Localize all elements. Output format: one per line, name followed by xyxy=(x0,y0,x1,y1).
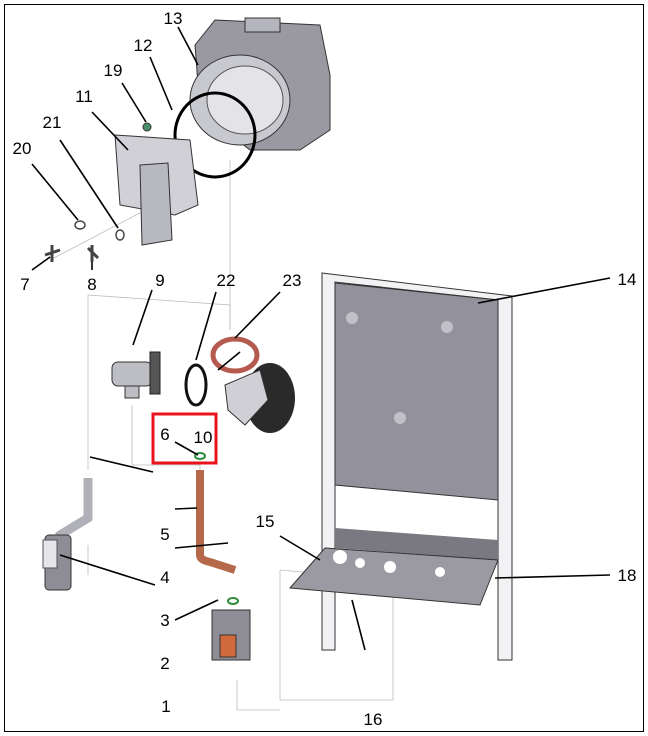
callout-labels: 1 2 3 4 5 6 7 8 9 10 11 12 13 14 15 16 1… xyxy=(13,9,637,729)
callout-21: 21 xyxy=(43,113,62,132)
heat-exchanger xyxy=(189,17,331,151)
gas-cock xyxy=(42,534,72,591)
callout-14: 14 xyxy=(618,270,637,289)
callout-18: 18 xyxy=(618,566,637,585)
callout-15: 15 xyxy=(256,512,275,531)
callout-13: 13 xyxy=(164,9,183,28)
callout-4: 4 xyxy=(160,568,169,587)
highlight-box xyxy=(151,412,218,465)
fan-gasket xyxy=(184,363,208,407)
ignition-electrode xyxy=(44,245,61,262)
callout-16: 16 xyxy=(364,710,383,729)
gasket-20 xyxy=(74,220,86,230)
back-panel xyxy=(321,272,513,661)
callout-6: 6 xyxy=(160,425,169,444)
callout-2: 2 xyxy=(160,654,169,673)
o-ring-3 xyxy=(227,597,239,605)
gas-pipe xyxy=(196,470,237,574)
callout-8: 8 xyxy=(87,275,96,294)
callout-7: 7 xyxy=(20,275,29,294)
callout-1: 1 xyxy=(161,697,170,716)
burner-seal xyxy=(173,91,257,179)
callout-19: 19 xyxy=(104,61,123,80)
callout-5: 5 xyxy=(160,525,169,544)
o-ring-6 xyxy=(194,452,206,460)
burner-door xyxy=(114,134,199,246)
callout-23: 23 xyxy=(283,271,302,290)
base-tray xyxy=(288,528,499,606)
fan xyxy=(224,363,295,433)
callout-11: 11 xyxy=(75,87,93,106)
callout-9: 9 xyxy=(155,271,164,290)
gas-valve xyxy=(211,609,251,661)
nut xyxy=(142,122,152,132)
callout-10: 10 xyxy=(194,428,213,447)
callout-12: 12 xyxy=(134,36,153,55)
venturi xyxy=(111,351,161,399)
fan-flange-gasket xyxy=(210,336,260,374)
diagram-frame xyxy=(4,4,644,732)
gasket-21 xyxy=(115,229,125,241)
callout-22: 22 xyxy=(217,271,236,290)
callout-3: 3 xyxy=(160,611,169,630)
callout-20: 20 xyxy=(13,139,32,158)
ionisation-electrode xyxy=(86,245,100,262)
leader-lines xyxy=(31,26,611,651)
